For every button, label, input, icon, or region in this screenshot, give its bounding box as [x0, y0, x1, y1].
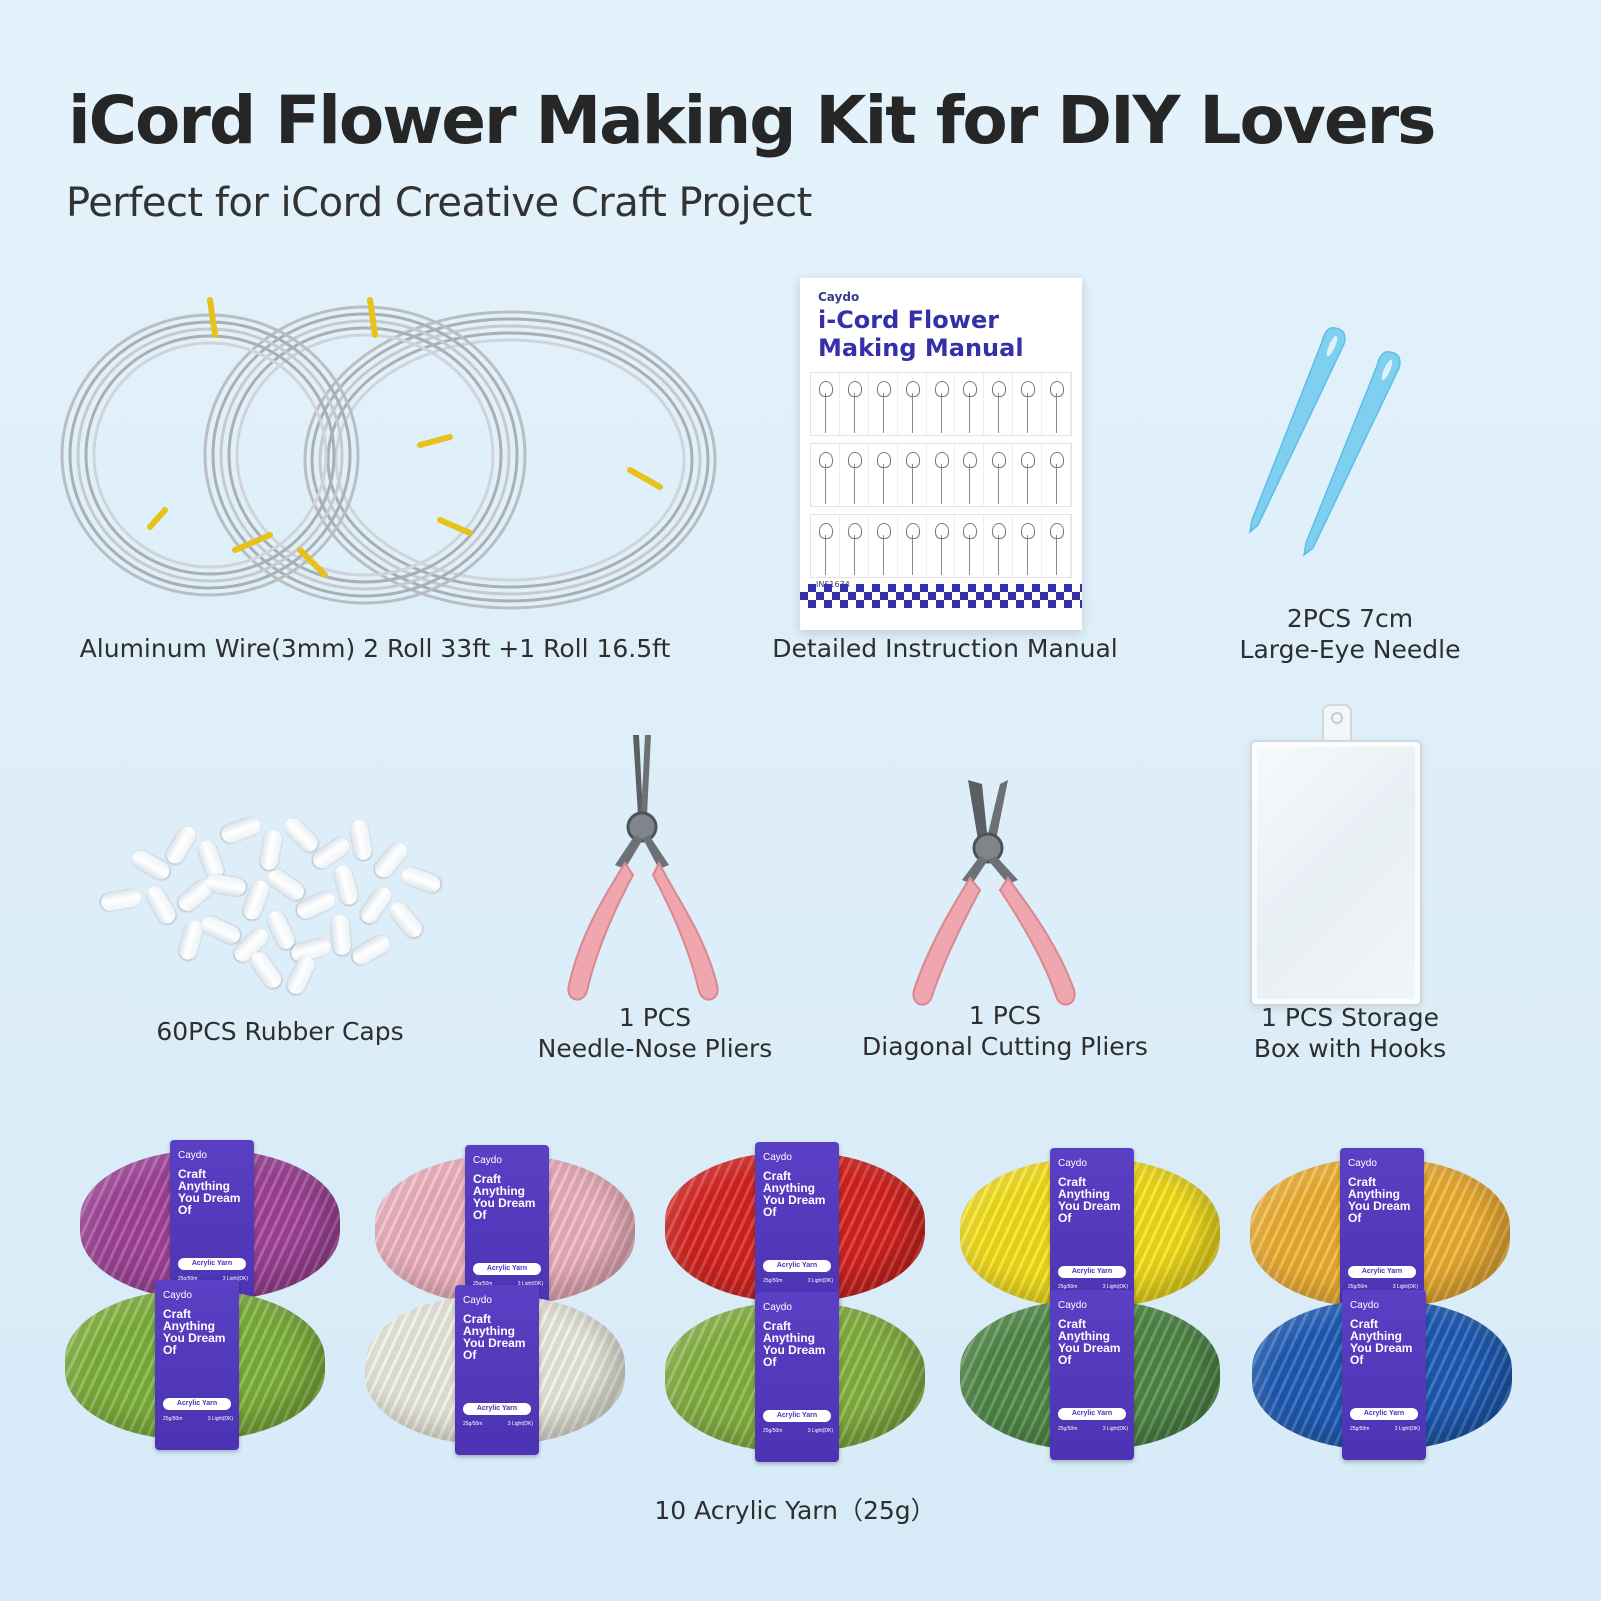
yarn-brand: Caydo [1348, 1158, 1377, 1169]
yarn-brand: Caydo [763, 1302, 792, 1313]
yarn-brand: Caydo [1058, 1300, 1087, 1311]
yarn-brand: Caydo [163, 1290, 192, 1301]
yarn-size: 3 Light(DK) [1102, 1284, 1128, 1290]
large-eye-needle-image [1248, 327, 1401, 557]
yarn-brand: Caydo [463, 1295, 492, 1306]
yarn-type: Acrylic Yarn [163, 1398, 231, 1410]
yarn-size: 3 Light(DK) [1394, 1426, 1420, 1432]
yarn-size: 3 Light(DK) [1102, 1426, 1128, 1432]
yarn-slogan: Craft Anything You Dream Of [1350, 1317, 1413, 1367]
rubber-caps-image [92, 805, 452, 997]
yarn-type: Acrylic Yarn [178, 1258, 246, 1270]
yarn-brand: Caydo [473, 1155, 502, 1166]
yarn-type: Acrylic Yarn [463, 1403, 531, 1415]
yarn-size: 3 Light(DK) [222, 1276, 248, 1282]
box-caption: 1 PCS Storage Box with Hooks [1253, 1003, 1447, 1063]
box-hook [1322, 704, 1352, 742]
yarn-brand: Caydo [1350, 1300, 1379, 1311]
yarn-type: Acrylic Yarn [763, 1260, 831, 1272]
flower-illustrations [810, 372, 1072, 585]
yarn-weight: 25g/50m [163, 1416, 183, 1422]
yarn-slogan: Craft Anything You Dream Of [763, 1319, 826, 1369]
aluminum-wire-image [60, 297, 717, 610]
yarn-type: Acrylic Yarn [1350, 1408, 1418, 1420]
yarn-caption: 10 Acrylic Yarn（25g） [654, 1496, 936, 1525]
yarn-slogan: Craft Anything You Dream Of [473, 1172, 536, 1222]
yarn-weight: 25g/50m [473, 1281, 493, 1287]
manual-caption: Detailed Instruction Manual [772, 634, 1118, 663]
yarn-type: Acrylic Yarn [763, 1410, 831, 1422]
diagonal-caption: 1 PCS Diagonal Cutting Pliers [862, 1001, 1148, 1061]
yarn-size: 3 Light(DK) [507, 1421, 533, 1427]
needle-caption: 2PCS 7cm Large-Eye Needle [1239, 604, 1461, 664]
yarn-weight: 25g/50m [178, 1276, 198, 1282]
yarn-size: 3 Light(DK) [807, 1278, 833, 1284]
yarn-weight: 25g/50m [763, 1428, 783, 1434]
page-subtitle: Perfect for iCord Creative Craft Project [66, 180, 812, 226]
yarn-brand: Caydo [763, 1152, 792, 1163]
manual-pattern [800, 584, 1082, 608]
yarn-brand: Caydo [1058, 1158, 1087, 1169]
yarn-size: 3 Light(DK) [517, 1281, 543, 1287]
yarn-brand: Caydo [178, 1150, 207, 1161]
yarn-slogan: Craft Anything You Dream Of [1348, 1175, 1411, 1225]
yarn-size: 3 Light(DK) [807, 1428, 833, 1434]
yarn-slogan: Craft Anything You Dream Of [1058, 1175, 1121, 1225]
yarn-slogan: Craft Anything You Dream Of [1058, 1317, 1121, 1367]
storage-box-image [1250, 740, 1422, 1006]
yarn-size: 3 Light(DK) [207, 1416, 233, 1422]
caps-caption: 60PCS Rubber Caps [156, 1017, 404, 1046]
yarn-type: Acrylic Yarn [1058, 1408, 1126, 1420]
manual-title: i-Cord Flower Making Manual [818, 306, 1024, 362]
page-title: iCord Flower Making Kit for DIY Lovers [68, 82, 1436, 159]
instruction-manual-image: Caydo i-Cord Flower Making Manual INS163… [800, 278, 1082, 630]
diagonal-cutting-pliers-image [912, 780, 1076, 1006]
yarn-slogan: Craft Anything You Dream Of [163, 1307, 226, 1357]
needle-nose-pliers-image [567, 735, 719, 1001]
yarn-weight: 25g/50m [463, 1421, 483, 1427]
wire-caption: Aluminum Wire(3mm) 2 Roll 33ft +1 Roll 1… [79, 634, 671, 663]
yarn-weight: 25g/50m [763, 1278, 783, 1284]
yarn-slogan: Craft Anything You Dream Of [763, 1169, 826, 1219]
needle-nose-caption: 1 PCS Needle-Nose Pliers [537, 1003, 773, 1063]
yarn-type: Acrylic Yarn [1348, 1266, 1416, 1278]
yarn-size: 3 Light(DK) [1392, 1284, 1418, 1290]
yarn-weight: 25g/50m [1058, 1426, 1078, 1432]
yarn-type: Acrylic Yarn [473, 1263, 541, 1275]
yarn-weight: 25g/50m [1348, 1284, 1368, 1290]
yarn-weight: 25g/50m [1350, 1426, 1370, 1432]
yarn-slogan: Craft Anything You Dream Of [463, 1312, 526, 1362]
yarn-weight: 25g/50m [1058, 1284, 1078, 1290]
yarn-slogan: Craft Anything You Dream Of [178, 1167, 241, 1217]
yarn-type: Acrylic Yarn [1058, 1266, 1126, 1278]
manual-brand: Caydo [818, 290, 860, 304]
